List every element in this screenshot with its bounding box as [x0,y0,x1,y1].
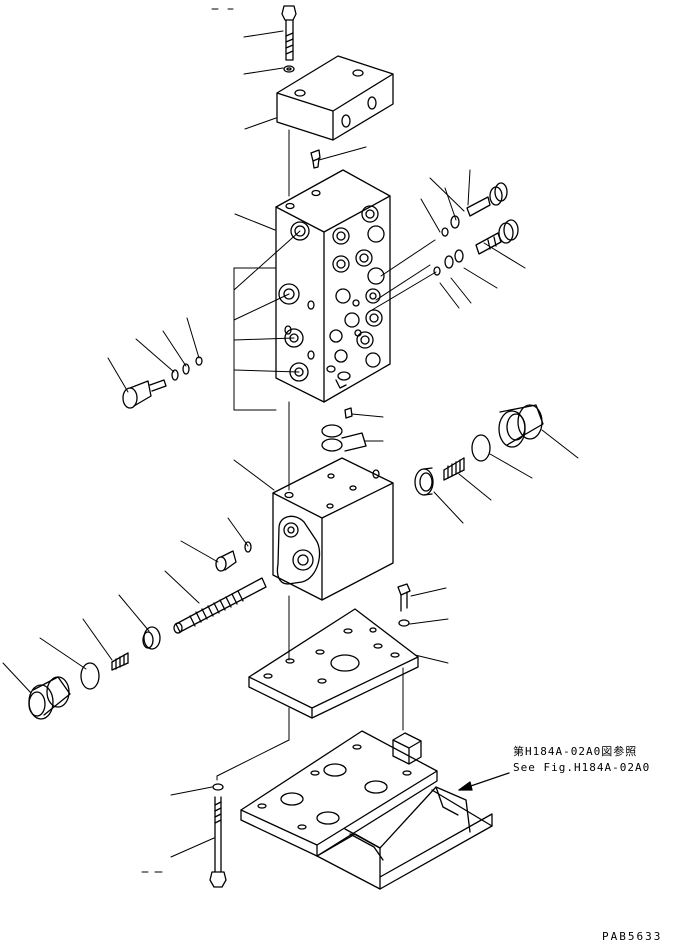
center-lines [288,129,404,741]
top-cover-block [276,55,394,141]
leader-lines [2,8,579,873]
oring-left [244,541,252,553]
spring-left [111,652,129,671]
connector-line [216,739,290,781]
reference-note-japanese: 第H184A-02A0図参照 [513,745,638,758]
gasket-plate [248,608,419,719]
right-washer-lower [398,619,410,627]
right-spring [443,457,465,481]
left-plug-lower [28,676,71,720]
right-bolt-lower [397,583,411,612]
pointer-arrow [458,772,510,791]
right-bolt-mid [475,219,519,255]
small-plug-left [215,550,237,572]
bottom-washer [212,783,224,791]
right-oring-large [471,434,491,462]
guide-lines-left [233,230,301,411]
right-orings [433,215,464,276]
right-retainer [414,467,434,496]
oring-left-large [80,662,100,690]
main-valve-block [275,169,391,403]
small-plug [310,149,321,169]
screw-small [344,407,353,419]
mount-bracket [316,732,493,890]
top-washer [283,65,295,73]
spool-cap [142,626,161,650]
spool [173,577,267,634]
right-plug-large [498,404,544,448]
reference-note-english: See Fig.H184A-02A0 [513,761,651,774]
left-plug-upper [122,379,167,409]
right-bolt-top [466,182,508,217]
left-orings-upper [171,356,203,381]
seal-pair [321,424,367,452]
top-bolt [281,5,297,61]
guide-lines-right [371,239,437,311]
drawing-code: PAB5633 [602,930,663,943]
lower-valve-block [272,457,394,601]
bottom-long-bolt [209,796,227,888]
